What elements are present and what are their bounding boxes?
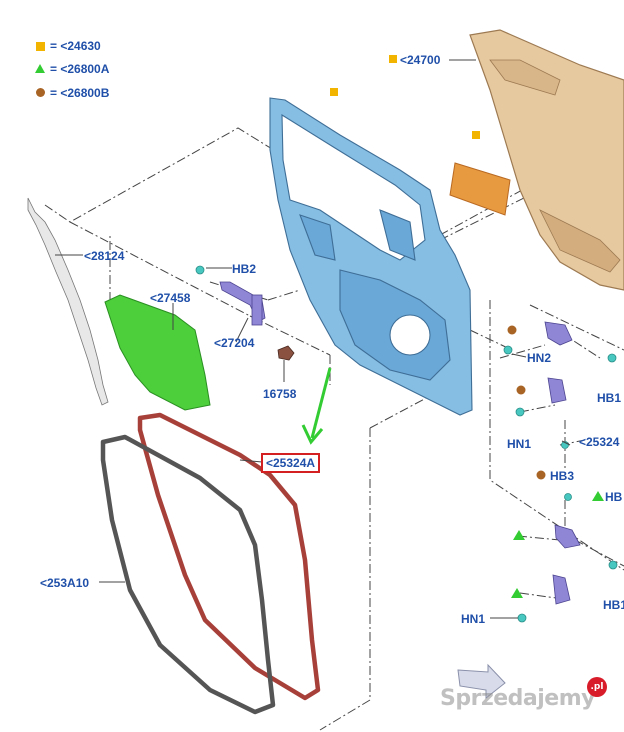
hinge-lower [552,524,581,605]
nut-16758 [277,345,295,361]
part-label-24700: <24700 [400,53,441,67]
seal-253A10 [100,434,276,715]
part-label-hb1-upper: HB1 [597,391,622,405]
triangle-icon [35,64,45,73]
part-label-hb1-lower: HB1 [603,598,624,612]
guide-line-right [319,428,371,731]
part-label-hn1-lower: HN1 [461,612,486,626]
green-part [104,294,211,411]
orange-patch [449,162,511,216]
legend-item-24630: = <24630 [50,39,101,53]
guide-line-top [44,127,291,223]
hinge-upper [544,321,573,404]
inner-door-frame [269,97,473,416]
part-label-hn2: HN2 [527,351,552,365]
diagram-markers [330,55,604,598]
watermark-badge: .pl [587,677,607,697]
direction-arrow [457,663,506,700]
seal-25324A [137,412,321,701]
part-label-16758: 16758 [263,387,297,401]
part-label-27458: <27458 [150,291,191,305]
part-label-25324a: <25324A [261,453,321,473]
bolt-markers [195,265,618,623]
part-label-25324: <25324 [579,435,620,449]
part-label-28124: <28124 [84,249,125,263]
part-label-hb: HB [605,490,623,504]
circle-icon [36,88,45,97]
bracket-27204 [219,281,266,326]
green-arrow [301,367,332,445]
watermark-text: Sprzedajemy [440,686,596,711]
outer-door-panel [469,29,624,291]
part-label-253a10: <253A10 [40,576,90,590]
part-label-hb3: HB3 [550,469,575,483]
part-label-hn1-upper: HN1 [507,437,532,451]
part-label-hb2: HB2 [232,262,257,276]
legend-item-26800b: = <26800B [50,86,110,100]
trim-strip [27,197,109,406]
legend-item-26800a: = <26800A [50,62,110,76]
square-icon [36,42,45,51]
part-label-27204: <27204 [214,336,255,350]
